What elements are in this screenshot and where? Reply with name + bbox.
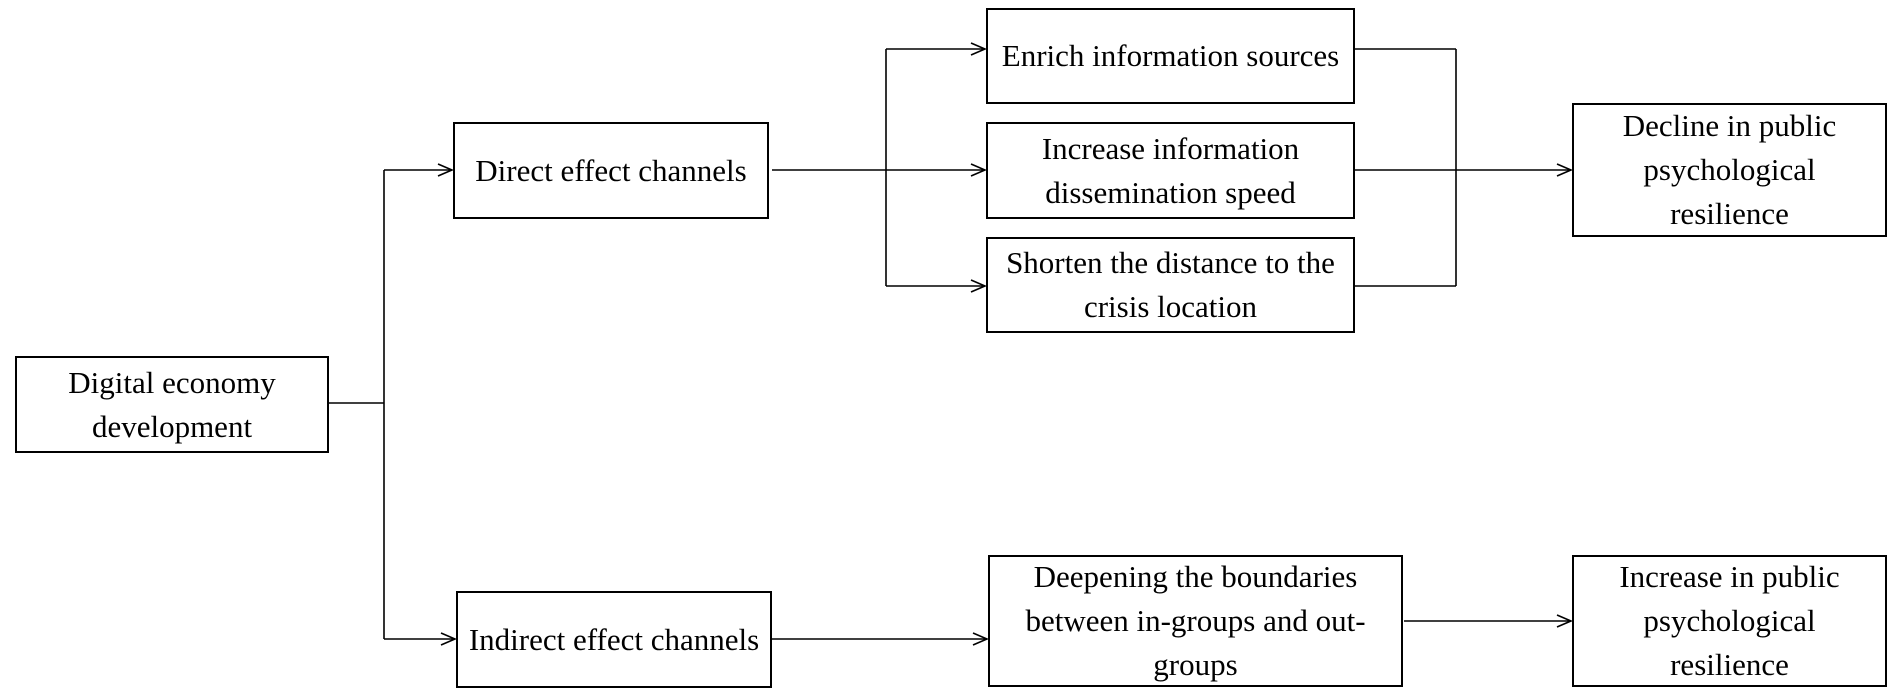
- node-digital-economy-label: Digital economy development: [68, 364, 276, 444]
- node-decline-resilience-label: Decline in public psychological resilien…: [1622, 108, 1837, 231]
- node-deepening-boundaries: Deepening the boundaries between in-grou…: [988, 555, 1403, 687]
- node-direct-channels: Direct effect channels: [453, 122, 769, 219]
- node-deepening-boundaries-label: Deepening the boundaries between in-grou…: [1025, 559, 1366, 682]
- node-increase-resilience: Increase in public psychological resilie…: [1572, 555, 1887, 687]
- node-increase-resilience-label: Increase in public psychological resilie…: [1619, 559, 1840, 682]
- node-increase-speed: Increase information dissemination speed: [986, 122, 1355, 219]
- node-indirect-channels-label: Indirect effect channels: [468, 621, 760, 657]
- node-direct-channels-label: Direct effect channels: [475, 152, 747, 188]
- node-enrich-sources-label: Enrich information sources: [1001, 38, 1340, 73]
- node-shorten-distance-label: Shorten the distance to the crisis locat…: [1006, 245, 1335, 324]
- node-shorten-distance: Shorten the distance to the crisis locat…: [986, 237, 1355, 333]
- node-indirect-channels: Indirect effect channels: [456, 591, 772, 688]
- node-decline-resilience: Decline in public psychological resilien…: [1572, 103, 1887, 237]
- node-enrich-sources: Enrich information sources: [986, 8, 1355, 104]
- node-digital-economy: Digital economy development: [15, 356, 329, 453]
- node-increase-speed-label: Increase information dissemination speed: [1041, 130, 1300, 210]
